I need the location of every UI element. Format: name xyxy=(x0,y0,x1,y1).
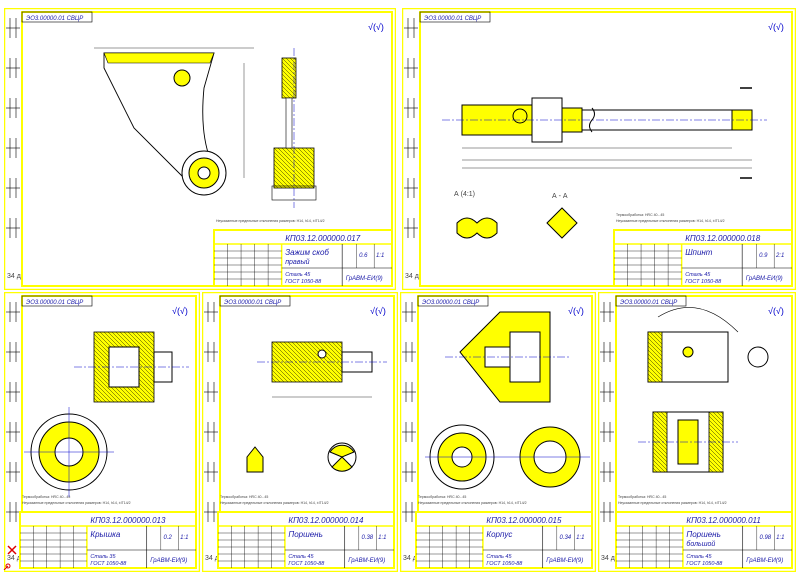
material-standard: ГОСТ 1050-88 xyxy=(285,279,322,285)
sheet-side-label: 34 д xyxy=(405,273,419,280)
mass-value: 0.9 xyxy=(759,253,768,259)
roughness-sign: √(√) xyxy=(172,306,188,316)
part-drawing xyxy=(24,331,189,497)
drawing-sheet: 34 д ЭО3.00000.01 СВЦР √(√) КП03.12.000000.… xyxy=(4,292,200,572)
document-number: КП03.12.000000.013 xyxy=(90,516,166,525)
tech-note: Неуказанные предельные отклонения размер… xyxy=(618,501,727,505)
roughness-sign: √(√) xyxy=(370,306,386,316)
part-drawing xyxy=(94,47,317,208)
corner-code: ЭО3.00000.01 СВЦР xyxy=(26,16,83,22)
mass-value: 0.2 xyxy=(163,535,172,541)
material-standard: ГОСТ 1050-88 xyxy=(486,561,523,567)
material-grade: Сталь 45 xyxy=(686,554,712,560)
tech-note-2: Термообработка: HRC 40...45 xyxy=(22,495,70,499)
corner-code: ЭО3.00000.01 СВЦР xyxy=(224,300,281,306)
sheet-side-label: 34 д xyxy=(205,555,219,562)
part-drawing xyxy=(425,311,590,490)
tech-note-2: Термообработка: HRC 40...45 xyxy=(616,213,664,217)
organization: ГрАВМ-ЕИ(9) xyxy=(348,558,385,564)
roughness-sign: √(√) xyxy=(368,22,384,32)
drawing-sheet: 34 д ЭО3.00000.01 СВЦР √(√) КП03.12.000000.… xyxy=(202,292,398,572)
sheet-side-label: 34 д xyxy=(7,555,21,562)
document-number: КП03.12.000000.014 xyxy=(288,516,364,525)
part-name-line2: большой xyxy=(686,540,715,548)
part-name: Зажим скоб xyxy=(285,248,329,257)
drawing-sheet: 34 д ЭО3.00000.01 СВЦР √(√) КП03.12.000000.… xyxy=(400,292,596,572)
tech-note: Неуказанные предельные отклонения размер… xyxy=(220,501,329,505)
scale-value: 1:1 xyxy=(180,535,188,541)
document-number: КП03.12.000000.015 xyxy=(486,516,562,525)
mass-value: 0.34 xyxy=(559,535,571,541)
part-drawing xyxy=(638,307,769,473)
tech-note-2: Термообработка: HRC 40...45 xyxy=(220,495,268,499)
part-name: Корпус xyxy=(486,530,512,539)
corner-code: ЭО3.00000.01 СВЦР xyxy=(422,300,479,306)
organization: ГрАВМ-ЕИ(9) xyxy=(150,558,187,564)
section-a-label: А - А xyxy=(552,193,568,200)
sheet-side-label: 34 д xyxy=(403,555,417,562)
tech-note: Неуказанные предельные отклонения размер… xyxy=(216,219,325,223)
document-number: КП03.12.000000.018 xyxy=(685,234,761,243)
material-grade: Сталь 45 xyxy=(288,554,314,560)
corner-code: ЭО3.00000.01 СВЦР xyxy=(26,300,83,306)
roughness-sign: √(√) xyxy=(768,306,784,316)
roughness-sign: √(√) xyxy=(768,22,784,32)
scale-value: 1:1 xyxy=(376,253,384,259)
roughness-sign: √(√) xyxy=(568,306,584,316)
mass-value: 0.98 xyxy=(759,535,771,541)
corner-code: ЭО3.00000.01 СВЦР xyxy=(620,300,677,306)
organization: ГрАВМ-ЕИ(9) xyxy=(746,276,783,282)
part-name-line2: правый xyxy=(285,258,309,266)
drawing-sheet: 34 д ЭО3.00000.01 СВЦР √(√) КП03.12.000000.… xyxy=(402,8,796,290)
tech-note: Неуказанные предельные отклонения размер… xyxy=(22,501,131,505)
scale-value: 2:1 xyxy=(775,253,784,259)
part-name: Крышка xyxy=(90,530,120,539)
sheet-side-label: 34 д xyxy=(7,273,21,280)
material-standard: ГОСТ 1050-88 xyxy=(685,279,722,285)
tech-note: Неуказанные предельные отклонения размер… xyxy=(418,501,527,505)
part-name: Поршень xyxy=(288,530,322,539)
part-name: Поршень xyxy=(686,530,720,539)
material-standard: ГОСТ 1050-88 xyxy=(686,561,723,567)
drawing-sheet: 34 д ЭО3.00000.01 СВЦР √(√) КП03.12.000000.… xyxy=(4,8,396,290)
material-standard: ГОСТ 1050-88 xyxy=(90,561,127,567)
scale-value: 1:1 xyxy=(378,535,386,541)
corner-code: ЭО3.00000.01 СВЦР xyxy=(424,16,481,22)
tech-note-2: Термообработка: HRC 40...45 xyxy=(618,495,666,499)
organization: ГрАВМ-ЕИ(9) xyxy=(346,276,383,282)
part-drawing xyxy=(246,341,387,473)
material-grade: Сталь 35 xyxy=(90,554,116,560)
document-number: КП03.12.000000.017 xyxy=(285,234,361,243)
material-grade: Сталь 45 xyxy=(285,272,311,278)
view-a-label: А (4:1) xyxy=(454,191,475,198)
sheet-side-label: 34 д xyxy=(601,555,615,562)
cursor-icon xyxy=(2,540,32,571)
part-drawing: А (4:1) А - А xyxy=(442,87,767,239)
material-standard: ГОСТ 1050-88 xyxy=(288,561,325,567)
document-number: КП03.12.000000.011 xyxy=(686,516,760,525)
mass-value: 0.6 xyxy=(359,253,368,259)
scale-value: 1:1 xyxy=(576,535,584,541)
tech-note-2: Термообработка: HRC 40...45 xyxy=(418,495,466,499)
organization: ГрАВМ-ЕИ(9) xyxy=(546,558,583,564)
part-name: Шпинт xyxy=(685,248,713,257)
drawing-sheet: 34 д ЭО3.00000.01 СВЦР √(√) КП03.12.000000.… xyxy=(598,292,796,572)
tech-note: Неуказанные предельные отклонения размер… xyxy=(616,219,725,223)
organization: ГрАВМ-ЕИ(9) xyxy=(746,558,783,564)
mass-value: 0.38 xyxy=(361,535,373,541)
material-grade: Сталь 45 xyxy=(486,554,512,560)
scale-value: 1:1 xyxy=(776,535,784,541)
material-grade: Сталь 45 xyxy=(685,272,711,278)
